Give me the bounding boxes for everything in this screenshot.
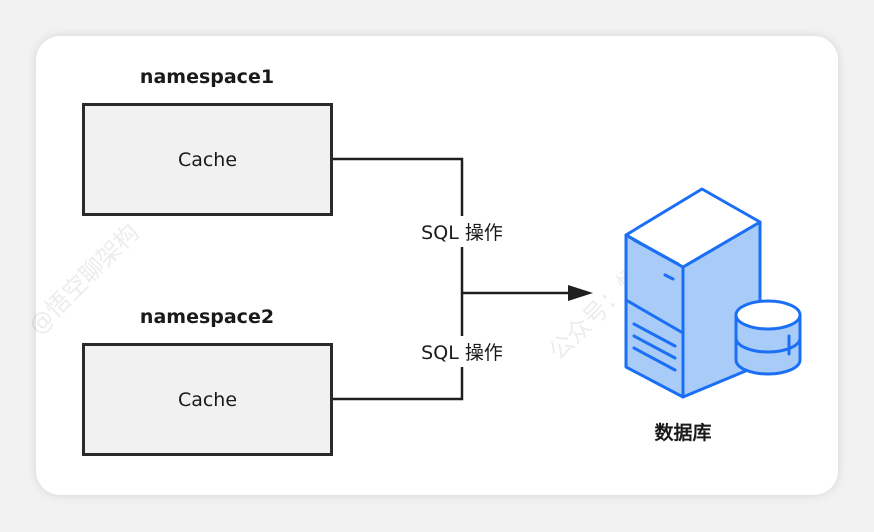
server-database-icon	[624, 187, 802, 399]
connector-line-2	[332, 293, 464, 401]
namespace2-title: namespace2	[139, 306, 275, 328]
cache-label: Cache	[177, 148, 238, 171]
namespace2-cache-box: Cache	[82, 343, 333, 456]
edge-label-1: SQL 操作	[421, 216, 503, 247]
namespace1-title: namespace1	[139, 66, 275, 88]
arrow-head-icon	[568, 285, 593, 301]
connector-line-1	[332, 157, 464, 293]
edge-label-2: SQL 操作	[421, 336, 503, 367]
database-label: 数据库	[654, 422, 712, 444]
namespace1-cache-box: Cache	[82, 103, 333, 216]
cache-label: Cache	[177, 388, 238, 411]
